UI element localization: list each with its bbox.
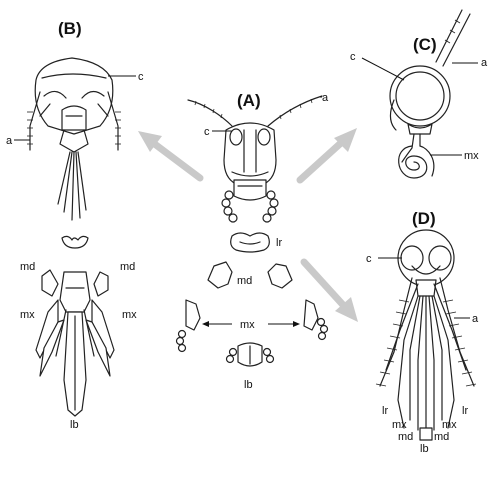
panel-D-head bbox=[397, 229, 455, 297]
A-labium bbox=[225, 342, 275, 367]
D-label-maxilla-left: mx bbox=[392, 419, 407, 431]
B-maxillae-labium bbox=[35, 271, 115, 417]
B-label-labium: lb bbox=[70, 419, 79, 431]
B-mandible-right bbox=[93, 271, 109, 297]
B-mandible-left bbox=[41, 269, 59, 297]
D-label-clypeus: c bbox=[366, 253, 372, 265]
panel-C-title: (C) bbox=[413, 35, 437, 54]
D-label-antenna: a bbox=[472, 313, 479, 325]
panel-B-head bbox=[27, 57, 121, 221]
D-label-maxilla-right: mx bbox=[442, 419, 457, 431]
C-label-clypeus: c bbox=[350, 51, 356, 63]
A-mandible-left bbox=[207, 261, 233, 289]
D-label-labrum-right: lr bbox=[462, 405, 468, 417]
D-label-mandible-left: md bbox=[398, 431, 413, 443]
B-label-maxilla-right: mx bbox=[122, 309, 137, 321]
panel-D-title: (D) bbox=[412, 209, 436, 228]
leader-lines bbox=[14, 57, 478, 319]
B-label-antenna: a bbox=[6, 135, 13, 147]
arrow-to-C bbox=[296, 128, 357, 184]
A-label-labrum: lr bbox=[276, 237, 282, 249]
D-stylets-bundle bbox=[397, 295, 455, 441]
panel-A-title: (A) bbox=[237, 91, 261, 110]
panel-B-title: (B) bbox=[58, 19, 82, 38]
B-label-mandible-right: md bbox=[120, 261, 135, 273]
C-label-maxilla: mx bbox=[464, 150, 479, 162]
D-label-labrum-left: lr bbox=[382, 405, 388, 417]
panel-C-head bbox=[389, 9, 471, 179]
B-label-maxilla-left: mx bbox=[20, 309, 35, 321]
A-mandible-right bbox=[267, 263, 293, 289]
B-label-clypeus: c bbox=[138, 71, 144, 83]
A-label-maxilla: mx bbox=[240, 319, 255, 331]
D-antennae bbox=[375, 277, 477, 387]
B-labrum bbox=[61, 235, 89, 249]
panel-A-head bbox=[187, 95, 323, 223]
A-label-labium: lb bbox=[244, 379, 253, 391]
A-maxilla-left bbox=[175, 299, 201, 353]
A-label-clypeus: c bbox=[204, 126, 210, 138]
B-label-mandible-left: md bbox=[20, 261, 35, 273]
A-maxilla-right bbox=[303, 299, 329, 341]
arrow-to-B bbox=[138, 131, 204, 182]
D-label-mandible-right: md bbox=[434, 431, 449, 443]
A-labrum bbox=[230, 232, 270, 253]
arrow-to-D bbox=[300, 258, 358, 322]
A-label-antenna: a bbox=[322, 92, 329, 104]
A-label-mandible: md bbox=[237, 275, 252, 287]
C-label-antenna: a bbox=[481, 57, 488, 69]
D-label-labium: lb bbox=[420, 443, 429, 455]
A-mx-pointer bbox=[202, 321, 300, 327]
